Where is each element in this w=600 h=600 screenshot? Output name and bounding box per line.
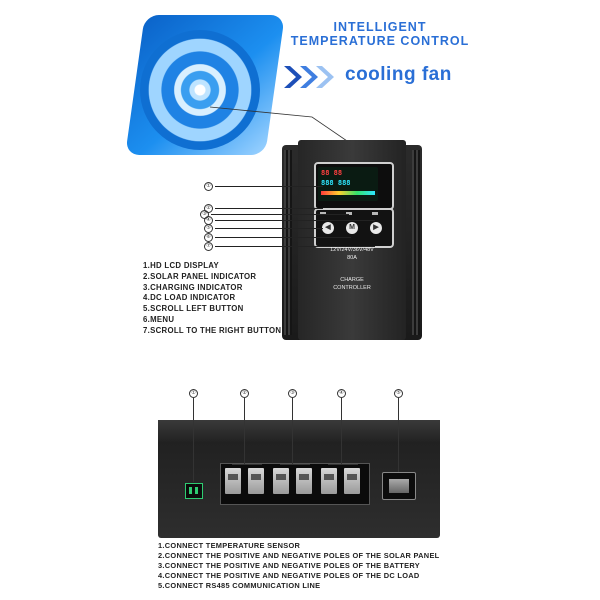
lcd-middle-readout: 888 888 bbox=[321, 179, 351, 187]
callout-7: ⑦ bbox=[204, 242, 213, 251]
controller-bottom-edge bbox=[158, 420, 440, 442]
battery-positive-terminal bbox=[273, 468, 289, 494]
menu-button[interactable]: M bbox=[346, 222, 358, 234]
callout-line-6 bbox=[215, 237, 351, 238]
front-legend-item: 5.SCROLL LEFT BUTTON bbox=[143, 304, 244, 314]
bottom-callout-bracket-2 bbox=[232, 464, 262, 465]
lcd-status-bar bbox=[321, 191, 375, 195]
callout-6: ⑥ bbox=[204, 233, 213, 242]
heat-sink-fin-left bbox=[284, 150, 292, 335]
temperature-sensor-port bbox=[185, 483, 203, 499]
bottom-legend-item: 3.CONNECT THE POSITIVE AND NEGATIVE POLE… bbox=[158, 561, 420, 570]
bottom-legend-item: 5.CONNECT RS485 COMMUNICATION LINE bbox=[158, 581, 321, 590]
bottom-legend-item: 1.CONNECT TEMPERATURE SENSOR bbox=[158, 541, 301, 550]
lcd-top-readout: 88 88 bbox=[321, 169, 343, 177]
bottom-callout-4: ④ bbox=[337, 389, 346, 398]
plate-line-1: CHARGE bbox=[340, 277, 364, 283]
callout-line-1 bbox=[215, 186, 323, 187]
title-line-2: TEMPERATURE CONTROL bbox=[290, 34, 470, 48]
cooling-fan-label: cooling fan bbox=[345, 64, 452, 85]
solar-panel-indicator bbox=[320, 212, 326, 215]
solar-positive-terminal bbox=[225, 468, 241, 494]
rating-current-text: 80A bbox=[347, 255, 357, 261]
battery-negative-terminal bbox=[296, 468, 312, 494]
solar-negative-terminal bbox=[248, 468, 264, 494]
bottom-callout-1: ① bbox=[189, 389, 198, 398]
title-line-1: INTELLIGENT bbox=[333, 20, 427, 34]
rs485-port bbox=[382, 472, 416, 500]
callout-5: ⑤ bbox=[204, 224, 213, 233]
front-legend-item: 1.HD LCD DISPLAY bbox=[143, 261, 219, 270]
heat-sink-fin-right bbox=[412, 150, 420, 335]
front-legend-item: 7.SCROLL TO THE RIGHT BUTTON bbox=[143, 325, 282, 335]
bottom-legend-item: 4.CONNECT THE POSITIVE AND NEGATIVE POLE… bbox=[158, 571, 420, 580]
plate-line-2: CONTROLLER bbox=[333, 285, 371, 291]
bottom-callout-bracket-3 bbox=[280, 464, 310, 465]
charge-controller-plate: CHARGE CONTROLLER bbox=[314, 276, 390, 292]
scroll-right-button[interactable]: ▶ bbox=[370, 222, 382, 234]
chevron-arrows-icon bbox=[284, 66, 334, 88]
front-legend-item: 6.MENU bbox=[143, 314, 175, 324]
hd-lcd-display: 88 88 888 888 bbox=[318, 167, 378, 201]
voltage-rating: 12V/24V/36V/48V 80A bbox=[312, 246, 392, 262]
load-negative-terminal bbox=[344, 468, 360, 494]
callout-line-3 bbox=[211, 214, 349, 215]
bottom-callout-2: ② bbox=[240, 389, 249, 398]
front-legend-item: 2.SOLAR PANEL INDICATOR bbox=[143, 271, 257, 281]
bottom-legend-item: 2.CONNECT THE POSITIVE AND NEGATIVE POLE… bbox=[158, 551, 440, 560]
scroll-left-button[interactable]: ◀ bbox=[322, 222, 334, 234]
bottom-callout-line-3 bbox=[292, 398, 293, 464]
front-legend: 1.HD LCD DISPLAY 2.SOLAR PANEL INDICATOR… bbox=[143, 261, 281, 337]
load-positive-terminal bbox=[321, 468, 337, 494]
bottom-callout-3: ③ bbox=[288, 389, 297, 398]
callout-line-7 bbox=[215, 246, 375, 247]
callout-line-5 bbox=[215, 228, 323, 229]
dc-load-indicator bbox=[372, 212, 378, 215]
bottom-legend: 1.CONNECT TEMPERATURE SENSOR 2.CONNECT T… bbox=[158, 541, 439, 591]
callout-line-4 bbox=[215, 220, 375, 221]
bottom-callout-line-4 bbox=[341, 398, 342, 464]
bottom-callout-line-2 bbox=[244, 398, 245, 464]
bottom-callout-line-1 bbox=[193, 398, 194, 482]
callout-line-2 bbox=[215, 208, 323, 209]
callout-1: ① bbox=[204, 182, 213, 191]
fan-swirl-graphic bbox=[140, 30, 260, 150]
front-legend-item: 3.CHARGING INDICATOR bbox=[143, 282, 243, 292]
bottom-callout-5: ⑤ bbox=[394, 389, 403, 398]
front-legend-item: 4.DC LOAD INDICATOR bbox=[143, 293, 236, 303]
bottom-callout-bracket-4 bbox=[328, 464, 358, 465]
rating-voltage-text: 12V/24V/36V/48V bbox=[330, 247, 374, 253]
bottom-callout-line-5 bbox=[398, 398, 399, 472]
charging-indicator bbox=[346, 212, 352, 215]
